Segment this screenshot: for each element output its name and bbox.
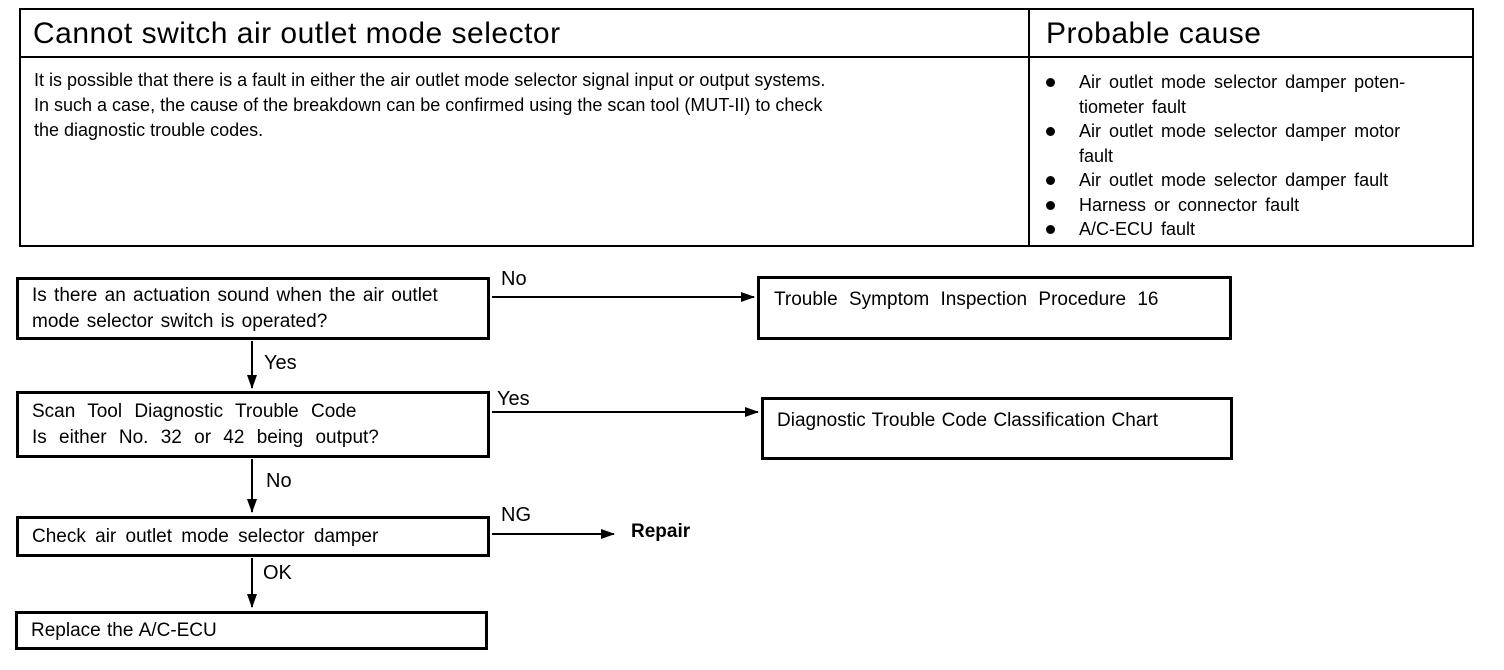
branch-label-yes: Yes	[264, 352, 297, 374]
branch-label-no: No	[266, 470, 292, 492]
bullet-icon	[1046, 127, 1055, 136]
bullet-icon	[1046, 78, 1055, 87]
branch-label-ng: NG	[501, 504, 531, 526]
action-box-check-damper: Check air outlet mode selector damper	[16, 516, 490, 557]
result-box-trouble-symptom-procedure: Trouble Symptom Inspection Procedure 16	[757, 276, 1232, 340]
result-box-dtc-classification-chart: Diagnostic Trouble Code Classification C…	[761, 397, 1233, 460]
bullet-icon	[1046, 200, 1055, 210]
cause-text: Air outlet mode selector damper motor fa…	[1079, 121, 1401, 166]
cause-text: Air outlet mode selector damper fault	[1079, 170, 1389, 190]
probable-cause-cell: Air outlet mode selector damper poten- t…	[1030, 58, 1472, 245]
cause-text: Harness or connector fault	[1079, 194, 1300, 215]
symptom-description-cell: It is possible that there is a fault in …	[21, 58, 1030, 245]
list-item: Harness or connector fault	[1046, 193, 1466, 218]
symptom-title: Cannot switch air outlet mode selector	[33, 17, 561, 50]
cause-text: A/C-ECU fault	[1079, 219, 1196, 239]
list-item: A/C-ECU fault	[1046, 217, 1466, 242]
bullet-icon	[1046, 176, 1055, 185]
symptom-header-cell: Cannot switch air outlet mode selector	[21, 10, 1030, 56]
branch-label-no: No	[501, 268, 527, 290]
decision-box-scan-tool-dtc: Scan Tool Diagnostic Trouble Code Is eit…	[16, 391, 490, 458]
branch-label-ok: OK	[263, 562, 292, 584]
probable-cause-list: Air outlet mode selector damper poten- t…	[1030, 58, 1472, 242]
probable-cause-header-cell: Probable cause	[1030, 10, 1472, 56]
result-label-repair: Repair	[631, 521, 691, 542]
symptom-description: It is possible that there is a fault in …	[34, 70, 826, 140]
symptom-table: Cannot switch air outlet mode selector P…	[19, 8, 1474, 247]
list-item: Air outlet mode selector damper motor fa…	[1046, 119, 1466, 168]
cause-text: Air outlet mode selector damper poten- t…	[1079, 72, 1406, 117]
branch-label-yes: Yes	[497, 388, 530, 410]
bullet-icon	[1046, 225, 1055, 234]
table-body-row: It is possible that there is a fault in …	[21, 58, 1472, 245]
probable-cause-title: Probable cause	[1046, 17, 1262, 50]
list-item: Air outlet mode selector damper poten- t…	[1046, 70, 1466, 119]
action-box-replace-ecu: Replace the A/C-ECU	[15, 611, 488, 650]
table-header-row: Cannot switch air outlet mode selector P…	[21, 10, 1472, 58]
list-item: Air outlet mode selector damper fault	[1046, 168, 1466, 193]
decision-box-actuation-sound: Is there an actuation sound when the air…	[16, 277, 490, 340]
